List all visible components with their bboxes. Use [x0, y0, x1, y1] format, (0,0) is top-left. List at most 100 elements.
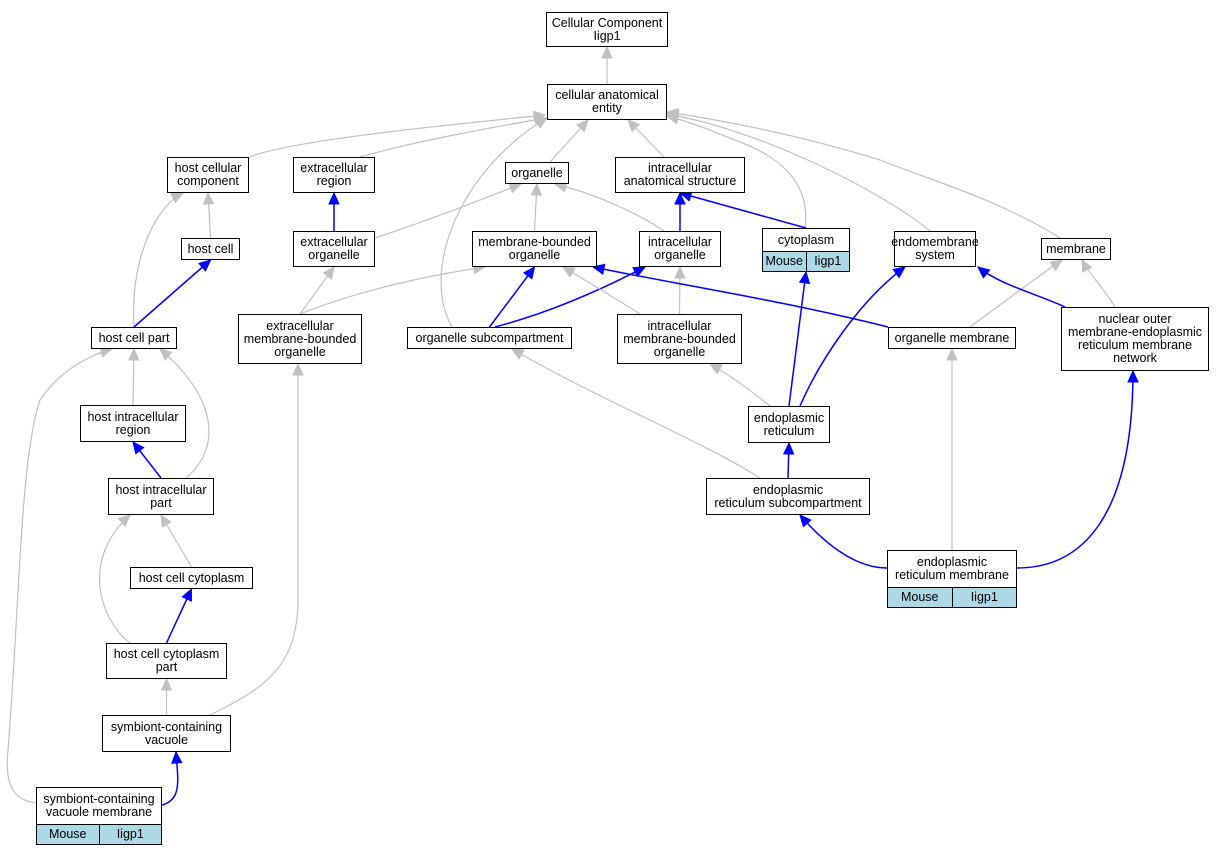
edge-is-a-hir-to-hcp — [128, 347, 140, 406]
term-label: intracellular anatomical structure — [623, 161, 737, 188]
term-node-cc[interactable]: Cellular Component Iigp1 — [546, 12, 668, 47]
term-node-hcp[interactable]: host cell part — [91, 327, 177, 349]
edge-is-a-exr-to-cae — [359, 114, 548, 158]
edge-is-a-emo-to-exo — [299, 266, 335, 315]
edge-part-of-scvm-to-scv — [161, 750, 183, 806]
species-cell: Mouse — [888, 588, 952, 607]
term-node-io[interactable]: intracellular organelle — [639, 231, 721, 267]
edge-is-a-hip-to-hcp — [159, 348, 210, 479]
edge-is-a-scv-to-hcyp — [160, 677, 173, 715]
term-node-osc[interactable]: organelle subcompartment — [407, 327, 572, 349]
term-label: membrane — [1046, 241, 1106, 256]
edge-is-a-ers-to-osc — [510, 348, 761, 479]
edge-part-of-erm-to-ers — [799, 514, 888, 569]
term-label: host cell cytoplasm — [138, 570, 245, 585]
edge-is-a-cae-to-cc — [601, 45, 613, 84]
term-label: organelle membrane — [894, 330, 1010, 345]
term-node-ems[interactable]: endomembrane system — [891, 231, 979, 267]
term-label: symbiont-containing vacuole membrane — [43, 792, 155, 819]
term-label: extracellular region — [300, 161, 368, 188]
edge-is-a-scv-to-emo — [209, 362, 304, 716]
edge-is-a-hcy-to-hip — [160, 513, 193, 568]
term-label: host cell cytoplasm part — [113, 647, 220, 674]
gene-cell: Iigp1 — [98, 825, 161, 844]
edge-part-of-osc-to-io — [494, 266, 647, 328]
edge-is-a-erm-to-om — [946, 347, 958, 550]
term-label: intracellular membrane-bounded organelle — [623, 318, 736, 359]
term-node-hcy[interactable]: host cell cytoplasm — [130, 567, 253, 589]
edge-part-of-hcp-to-hc — [133, 259, 212, 328]
edge-is-a-org-to-cae — [549, 119, 589, 163]
term-node-ias[interactable]: intracellular anatomical structure — [615, 157, 745, 193]
edge-part-of-erm-to-nom — [1016, 369, 1139, 569]
term-node-hcyp[interactable]: host cell cytoplasm part — [106, 643, 227, 679]
term-label: endoplasmic reticulum membrane — [895, 555, 1009, 582]
edge-part-of-hip-to-hir — [132, 441, 162, 479]
term-label: host intracellular part — [115, 482, 207, 510]
term-node-emo[interactable]: extracellular membrane-bounded organelle — [238, 314, 362, 364]
term-label: organelle subcompartment — [415, 330, 564, 345]
edge-is-a-ias-to-cae — [627, 119, 665, 158]
edge-is-a-imo-to-io — [674, 265, 686, 315]
term-node-imo[interactable]: intracellular membrane-bounded organelle — [617, 314, 742, 364]
edge-part-of-ers-to-er — [782, 441, 795, 479]
term-label: symbiont-containing vacuole — [110, 719, 223, 747]
term-label: endoplasmic reticulum subcompartment — [714, 482, 862, 510]
term-node-org[interactable]: organelle — [505, 162, 569, 184]
term-node-hcc[interactable]: host cellular component — [167, 157, 249, 193]
edge-part-of-exo-to-exr — [328, 191, 340, 231]
edge-is-a-hcc-to-cae — [248, 110, 547, 158]
term-node-cae[interactable]: cellular anatomical entity — [547, 84, 667, 120]
term-node-scv[interactable]: symbiont-containing vacuole — [102, 715, 231, 752]
term-label: endoplasmic reticulum — [753, 410, 825, 438]
term-label: host cell — [187, 241, 234, 256]
gene-cell: Iigp1 — [951, 588, 1016, 607]
term-node-nom[interactable]: nuclear outer membrane-endoplasmic retic… — [1061, 307, 1209, 371]
term-label: membrane-bounded organelle — [478, 235, 591, 262]
term-label: host cell part — [98, 330, 170, 345]
term-node-exo[interactable]: extracellular organelle — [293, 231, 375, 267]
term-label: endomembrane system — [891, 235, 979, 262]
term-label: extracellular membrane-bounded organelle — [243, 318, 357, 359]
term-node-ers[interactable]: endoplasmic reticulum subcompartment — [706, 478, 870, 515]
term-label: intracellular organelle — [648, 235, 712, 262]
term-node-exr[interactable]: extracellular region — [293, 157, 375, 193]
edge-part-of-osc-to-mbo — [488, 266, 536, 328]
edge-is-a-hcp-to-hcc — [132, 192, 185, 328]
term-label: extracellular organelle — [300, 235, 368, 262]
term-node-mem[interactable]: membrane — [1041, 238, 1111, 260]
term-node-hc[interactable]: host cell — [181, 238, 240, 260]
edge-is-a-hc-to-hcc — [202, 191, 215, 239]
species-cell: Mouse — [37, 825, 99, 844]
edge-part-of-er-to-ems — [799, 266, 906, 407]
term-node-mbo[interactable]: membrane-bounded organelle — [472, 231, 597, 267]
edge-is-a-nom-to-mem — [1081, 258, 1116, 308]
term-label: host intracellular region — [87, 409, 179, 437]
edge-part-of-nom-to-ems — [977, 266, 1066, 308]
edge-is-a-osc-to-cae — [440, 117, 549, 328]
term-label: cellular anatomical entity — [555, 88, 659, 115]
edge-is-a-imo-to-mbo — [561, 266, 641, 315]
edge-part-of-hcyp-to-hcy — [165, 587, 193, 644]
edge-part-of-io-to-ias — [674, 191, 686, 231]
edge-is-a-mem-to-cae — [665, 108, 1061, 239]
term-label: organelle — [511, 165, 563, 180]
edge-is-a-hcyp-to-hip — [99, 514, 131, 644]
term-node-hir[interactable]: host intracellular region — [80, 405, 186, 442]
edge-is-a-er-to-imo — [708, 363, 771, 407]
term-node-er[interactable]: endoplasmic reticulum — [748, 406, 830, 443]
term-node-hip[interactable]: host intracellular part — [108, 478, 214, 515]
species-cell: Mouse — [763, 252, 806, 271]
term-label: cytoplasm — [777, 232, 835, 247]
edge-part-of-er-to-cyt — [788, 270, 811, 407]
edge-part-of-cyt-to-ias — [678, 190, 807, 229]
term-node-om[interactable]: organelle membrane — [888, 327, 1016, 349]
